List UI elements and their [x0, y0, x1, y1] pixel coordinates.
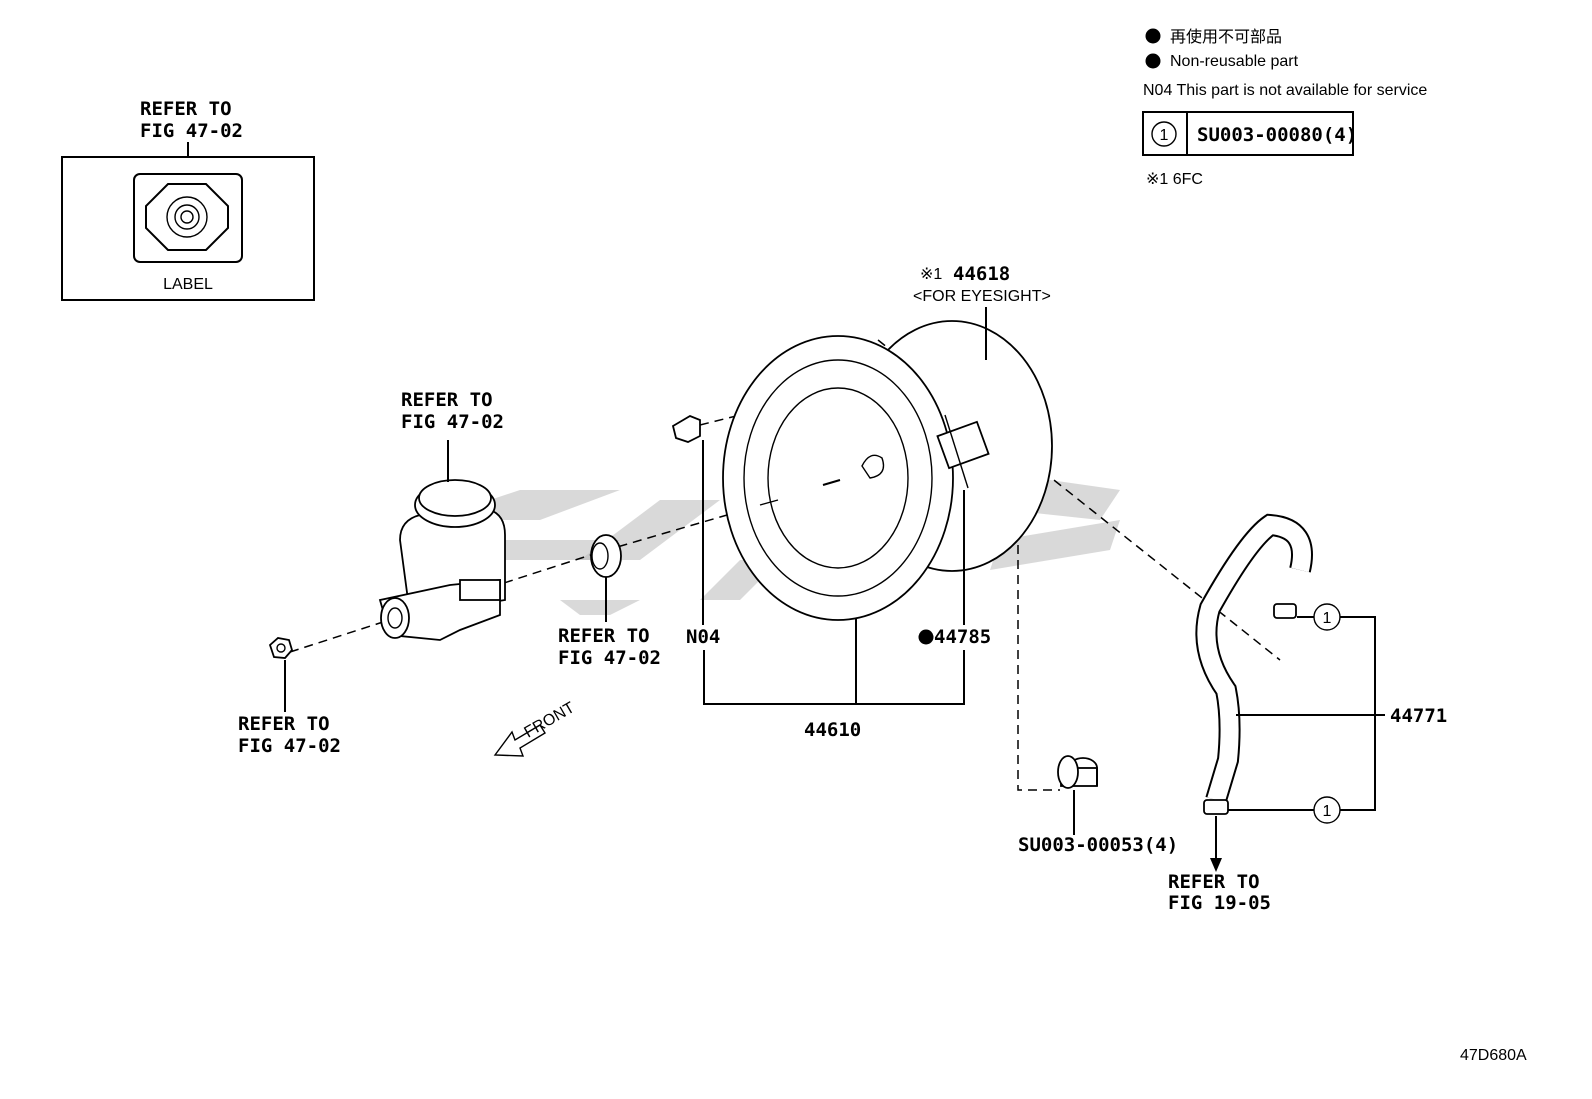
hose-refer-line1: REFER TO — [1168, 871, 1260, 893]
legend-footnote: ※1 6FC — [1146, 171, 1203, 188]
reservoir-refer-line2: FIG 47-02 — [401, 411, 504, 433]
brake-booster-part — [671, 320, 1053, 625]
part-44618-number: 44618 — [953, 263, 1010, 285]
part-44618-prefix: ※1 — [920, 266, 942, 283]
nut-refer-line2: FIG 47-02 — [238, 735, 341, 757]
legend-non-reusable-en: Non-reusable part — [1170, 53, 1299, 70]
label-caption: LABEL — [163, 276, 213, 293]
legend-n04-note: N04 This part is not available for servi… — [1143, 82, 1427, 99]
clamp-symbol-lower: 1 — [1323, 803, 1332, 820]
seal-refer-line2: FIG 47-02 — [558, 647, 661, 669]
non-reusable-dot-icon — [918, 629, 934, 645]
clamp-lower-icon — [1203, 799, 1229, 815]
figure-code: 47D680A — [1460, 1047, 1527, 1064]
label-box: REFER TO FIG 47-02 LABEL — [61, 98, 315, 301]
front-arrow: FRONT — [493, 699, 578, 757]
legend: 再使用不可部品 Non-reusable part N04 This part … — [1142, 27, 1427, 188]
label-refer-line2: FIG 47-02 — [140, 120, 243, 142]
vacuum-hose-part: REFER TO FIG 19-05 — [1168, 513, 1313, 914]
seal-part: REFER TO FIG 47-02 — [558, 534, 661, 669]
part-44771-label: 44771 — [1390, 705, 1447, 727]
label-refer-line1: REFER TO — [140, 98, 232, 120]
clamp-upper-icon — [1273, 603, 1297, 619]
label-octagon-icon — [145, 183, 229, 251]
nut-refer-line1: REFER TO — [238, 713, 330, 735]
reservoir-refer-line1: REFER TO — [401, 389, 493, 411]
hose-callouts: 1 1 44771 — [1228, 603, 1447, 824]
front-label: FRONT — [522, 699, 578, 741]
nut-part: REFER TO FIG 47-02 — [238, 637, 341, 757]
seal-refer-line1: REFER TO — [558, 625, 650, 647]
legend-table-code: SU003-00080(4) — [1197, 124, 1357, 146]
legend-table-symbol: 1 — [1160, 127, 1169, 144]
part-44610-label: 44610 — [804, 719, 861, 741]
label-sticker — [133, 173, 243, 263]
grommet-part: SU003-00053(4) — [1018, 755, 1178, 856]
part-44618-note: <FOR EYESIGHT> — [913, 288, 1051, 305]
legend-non-reusable-jp: 再使用不可部品 — [1170, 27, 1282, 46]
hose-refer-line2: FIG 19-05 — [1168, 892, 1271, 914]
master-cylinder-part: REFER TO FIG 47-02 — [378, 389, 506, 641]
clamp-symbol-upper: 1 — [1323, 610, 1332, 627]
part-44785-label: 44785 — [934, 626, 991, 648]
part-n04-label: N04 — [686, 626, 720, 648]
booster-callouts: ※1 44618 <FOR EYESIGHT> N04 44785 44610 — [686, 263, 1051, 741]
clamp-circle-icon — [1151, 121, 1177, 147]
non-reusable-dot-icon — [1145, 28, 1161, 44]
part-su003-00053-label: SU003-00053(4) — [1018, 834, 1178, 856]
legend-table — [1142, 111, 1354, 156]
non-reusable-dot-icon — [1145, 53, 1161, 69]
